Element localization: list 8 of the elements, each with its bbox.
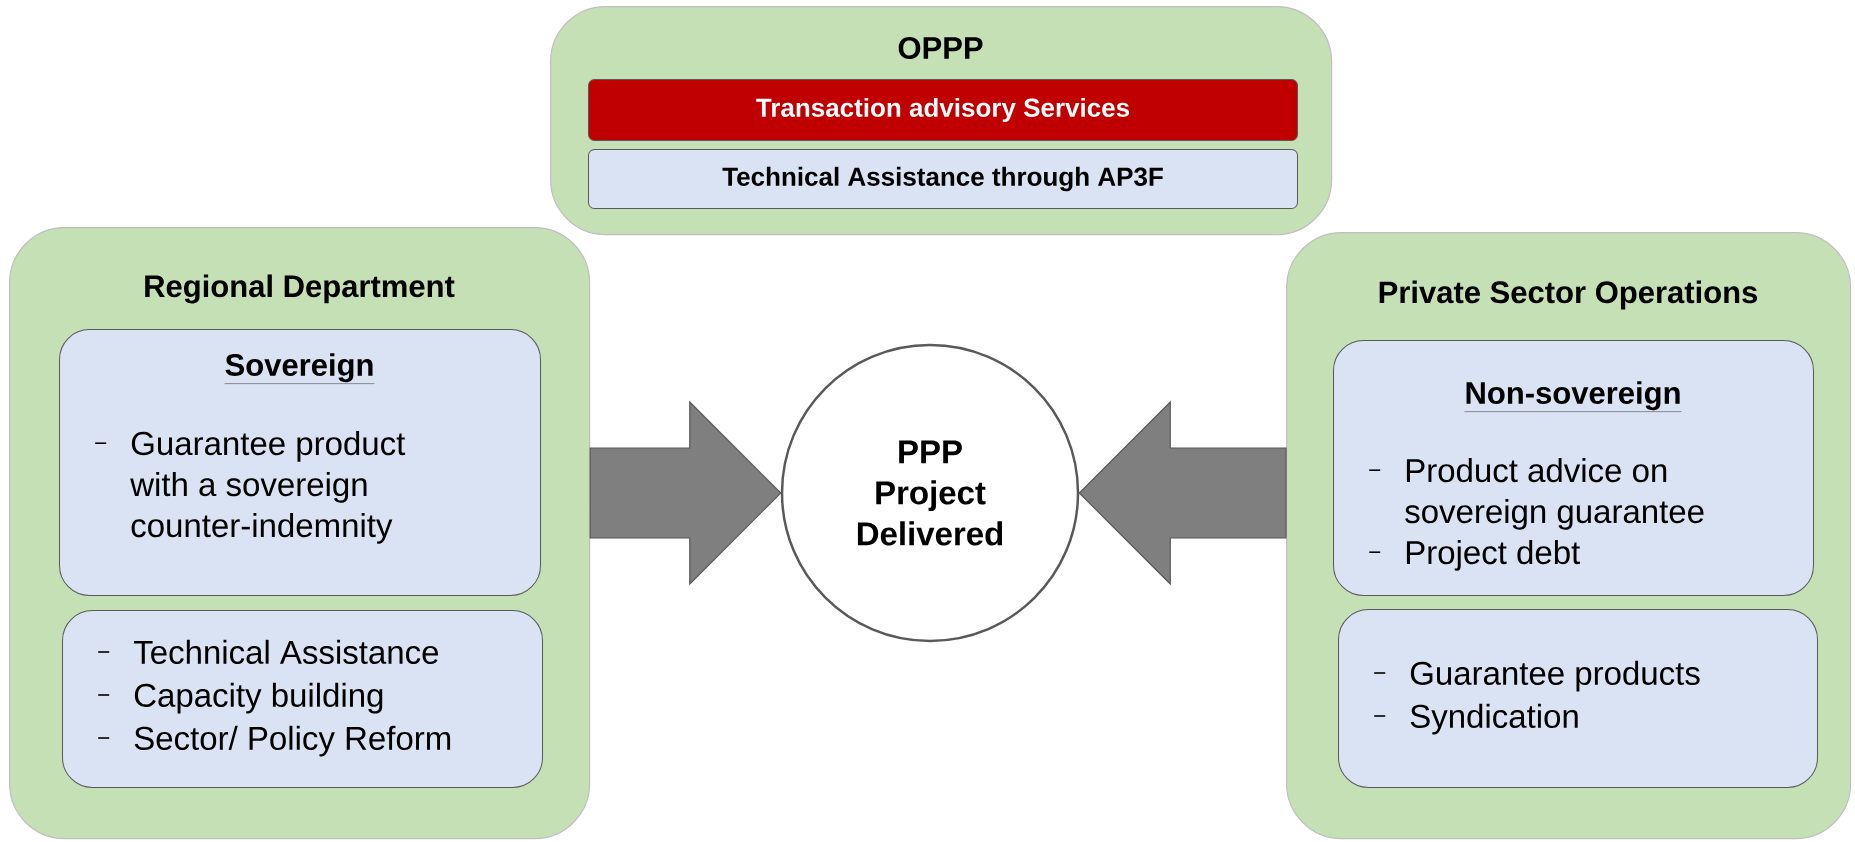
block-arrow [589, 400, 782, 586]
list-box: Technical Assistance Capacity building Sector/ Policy Reform [62, 610, 543, 788]
list-box: Guarantee products Syndication [1338, 609, 1818, 788]
list-box: Non-sovereign Product advice on sovereign guarantee Project debt [1333, 340, 1814, 596]
banner-box: Technical Assistance through AP3F [588, 149, 1298, 209]
block-arrow [1078, 400, 1287, 586]
list-box: Sovereign Guarantee product with a sovereign counter-indemnity [59, 329, 541, 596]
banner-box: Transaction advisory Services [588, 79, 1298, 141]
